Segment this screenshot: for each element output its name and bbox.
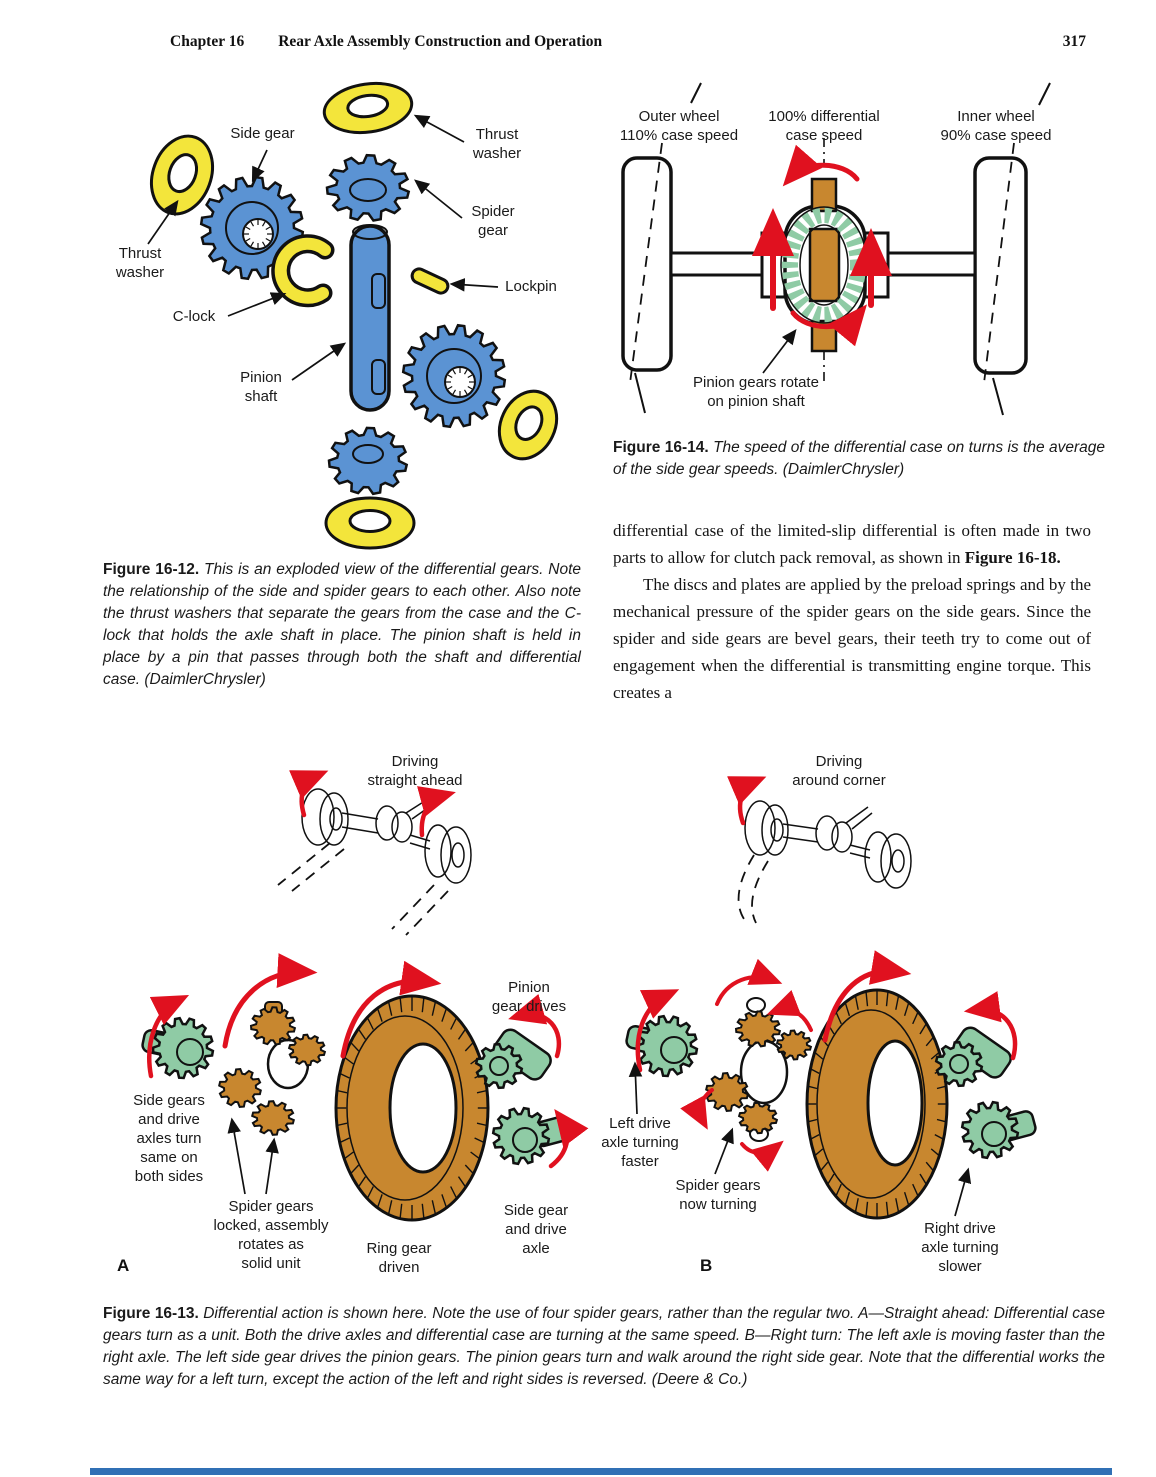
fig13-caption: Figure 16-13. Differential action is sho… [103, 1303, 1105, 1391]
spider-gears-turning-label: Spider gears now turning [675, 1177, 761, 1213]
fig12-caption-lead: Figure 16-12. [103, 561, 200, 578]
spider-gear-label: Spider gear [471, 203, 515, 239]
footer-accent-bar [90, 1468, 1112, 1475]
driving-corner-illustration [727, 776, 912, 924]
track-lines [277, 842, 449, 936]
driving-straight-illustration [277, 770, 472, 936]
driving-corner-label: Driving around corner [792, 753, 886, 789]
thrust-washer-top-shape [322, 81, 414, 135]
body-text-column: differential case of the limited-slip di… [613, 517, 1091, 706]
axle-line-art [301, 788, 472, 884]
page-number: 317 [1062, 33, 1086, 50]
fig12-leader-arrows [147, 114, 499, 381]
inner-wheel-shape [973, 142, 1028, 416]
outer-wheel-shape [621, 142, 673, 414]
part-a-letter: A [117, 1256, 130, 1275]
thrust-washer-left-shape [150, 134, 214, 216]
spider-gear-top-shape [325, 153, 411, 222]
spider-gears-locked-label: Spider gears locked, assembly rotates as… [213, 1198, 329, 1272]
inner-wheel-label: Inner wheel 90% case speed [940, 108, 1052, 144]
lockpin-label: Lockpin [505, 278, 557, 295]
figure-16-18-reference: Figure 16-18. [964, 548, 1061, 567]
side-gear-right-shape [401, 323, 507, 429]
fig14-caption: Figure 16-14. The speed of the different… [613, 437, 1105, 481]
fig13-caption-text: Differential action is shown here. Note … [103, 1305, 1105, 1388]
fig14-caption-lead: Figure 16-14. [613, 439, 709, 456]
pinion-gear-drives-label: Pinion gear drives [491, 979, 567, 1015]
fig14-differential-speed-illustration [621, 82, 1051, 416]
pinion-shaft-label: Pinion shaft [240, 369, 282, 405]
c-lock-shape [271, 234, 335, 308]
thrust-washer-right-label: Thrust washer [472, 126, 522, 162]
fig14-caption-text: The speed of the differential case on tu… [613, 439, 1105, 478]
side-gear-axle-label: Side gear and drive axle [503, 1202, 569, 1257]
chapter-title: Rear Axle Assembly Construction and Oper… [278, 33, 603, 50]
thrust-washer-bottom-right-shape [497, 389, 559, 461]
c-lock-label: C-lock [172, 308, 216, 325]
wheel-rotation-arrows [289, 770, 456, 838]
fig12-caption-text: This is an exploded view of the differen… [103, 561, 581, 688]
paragraph-2: The discs and plates are applied by the … [613, 575, 1091, 702]
left-drive-axle-label: Left drive axle turning faster [601, 1115, 679, 1170]
thrust-washer-left-label: Thrust washer [115, 245, 165, 281]
paragraph-1: differential case of the limited-slip di… [613, 521, 1091, 567]
fig14-labels: Outer wheel 110% case speed 100% differe… [613, 83, 1143, 435]
pinion-shaft-shape [349, 224, 391, 412]
thrust-washer-bottom-shape [324, 496, 416, 550]
fig12-exploded-differential-illustration [147, 81, 559, 550]
fig12-labels: Side gear Thrust washer Thrust washer C-… [100, 78, 580, 558]
ring-gear-driven-label: Ring gear driven [366, 1240, 432, 1276]
fig13-part-b [625, 950, 1037, 1220]
axle-line-art [744, 800, 912, 889]
outer-wheel-label: Outer wheel 110% case speed [619, 108, 739, 144]
fig12-caption: Figure 16-12. This is an exploded view o… [103, 559, 581, 691]
lockpin-shape [410, 267, 450, 295]
spider-gear-bottom-shape [327, 426, 409, 496]
fig13-labels: Side gears and drive axles turn same on … [95, 948, 1156, 1300]
fig13-caption-lead: Figure 16-13. [103, 1305, 199, 1322]
fig13-part-a [141, 953, 589, 1222]
case-speed-label: 100% differential case speed [768, 108, 880, 144]
side-gear-label: Side gear [230, 125, 295, 142]
side-gears-label: Side gears and drive axles turn same on … [133, 1092, 205, 1185]
wheel-rotation-arrow [727, 776, 767, 826]
driving-straight-label: Driving straight ahead [367, 753, 463, 789]
part-b-letter: B [700, 1256, 713, 1275]
track-curve [737, 854, 769, 924]
page-header: Chapter 16 Rear Axle Assembly Constructi… [170, 33, 1086, 51]
fig14-rotation-arrows [752, 144, 892, 347]
chapter-number: Chapter 16 [170, 33, 245, 50]
right-drive-axle-label: Right drive axle turning slower [921, 1220, 999, 1275]
pinion-gears-label: Pinion gears rotate on pinion shaft [693, 374, 819, 410]
fig13-differential-action-illustration [141, 950, 1037, 1222]
